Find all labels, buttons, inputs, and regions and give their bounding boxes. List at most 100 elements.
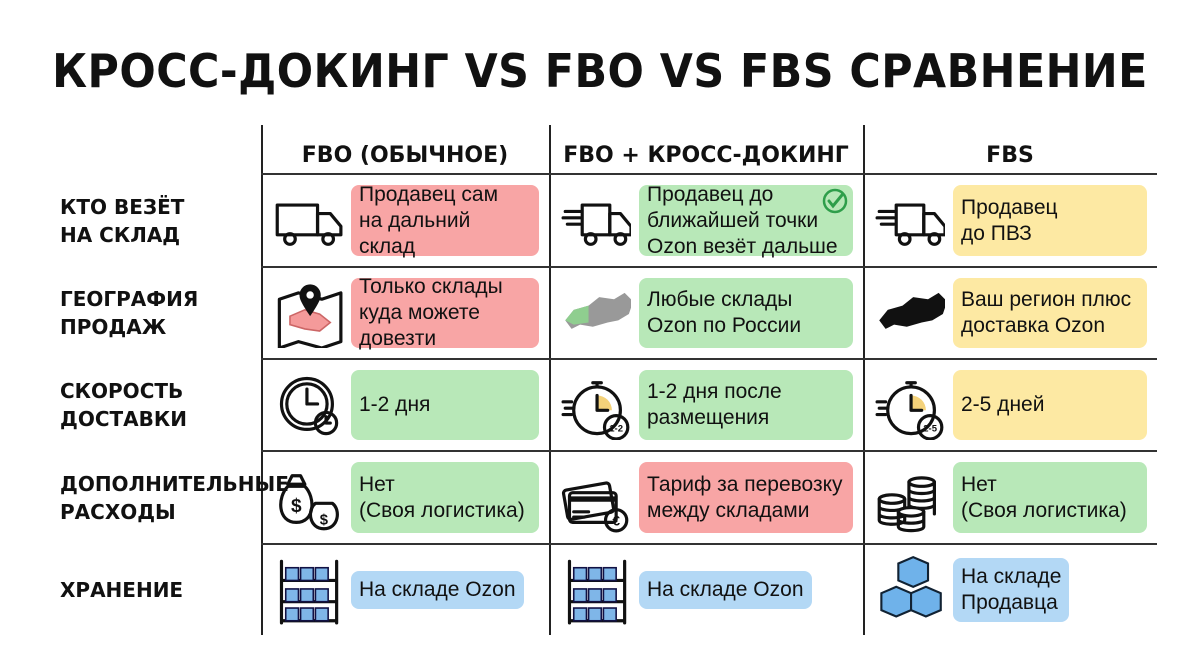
cell-text-line: на дальний склад (359, 208, 471, 258)
column-divider (549, 125, 551, 635)
table-cell: Нет(Своя логистика) (865, 452, 1157, 543)
row-header-line: КТО ВЕЗЁТ (60, 194, 185, 219)
row-divider (261, 173, 1157, 175)
row-divider (261, 543, 1157, 545)
column-divider (261, 125, 263, 635)
cell-value-box: 1-2 дня (351, 370, 539, 440)
row-header-line: ХРАНЕНИЕ (60, 578, 184, 602)
row-header-text: ДОПОЛНИТЕЛЬНЫЕ РАСХОДЫ (60, 470, 289, 526)
row-header-line: СКОРОСТЬ (60, 379, 184, 403)
cell-text-line: до ПВЗ (961, 221, 1032, 245)
cell-text-line: На складе Ozon (359, 578, 516, 601)
row-header-text: ХРАНЕНИЕ (60, 576, 183, 604)
cell-text-line: Нет (359, 472, 395, 496)
cell-text-line: ближайшей точки (647, 208, 819, 232)
cell-value-box: Только склады куда можете довезти (351, 275, 539, 350)
row-header-line: ДОПОЛНИТЕЛЬНЫЕ (60, 471, 289, 496)
table-cell: $$Нет(Своя логистика) (263, 452, 549, 543)
truck-icon (273, 186, 343, 256)
table-cell: На складе Ozon (551, 545, 863, 635)
cell-text-line: На складе Ozon (647, 578, 804, 601)
cell-text-line: Продавец (961, 195, 1058, 219)
svg-text:$: $ (320, 512, 329, 528)
row-header-line: ДОСТАВКИ (60, 407, 187, 431)
cell-text-line: Нет (961, 472, 997, 496)
fast-truck-icon (875, 186, 947, 256)
cell-text-line: 2-5 дней (961, 393, 1045, 416)
table-cell: 1-2 дня (263, 360, 549, 450)
coin-stacks-icon (875, 463, 945, 533)
row-header-text: КТО ВЕЗЁТ НА СКЛАД (60, 193, 184, 249)
row-header-line: НА СКЛАД (60, 222, 181, 247)
warehouse-shelves-icon (561, 555, 631, 625)
boxes-icon (875, 555, 945, 625)
table-cell: На складе Ozon (263, 545, 549, 635)
table-cell: 2-5 2-5 дней (865, 360, 1157, 450)
russia-map-grey-icon (561, 278, 634, 348)
cell-text-line: между складами (647, 498, 810, 522)
row-header-line: ГЕОГРАФИЯ (60, 287, 199, 311)
cell-value-box: 2-5 дней (953, 370, 1147, 440)
cell-text-line: Ozon по России (647, 314, 802, 337)
stopwatch-icon: 2-5 (875, 370, 945, 441)
cell-text-line: Продавец до (647, 182, 774, 206)
row-divider (261, 358, 1157, 360)
cell-text-line: (Своя логистика) (961, 498, 1127, 522)
page-title: КРОСС-ДОКИНГ VS FBO VS FBS СРАВНЕНИЕ (52, 44, 1148, 98)
cell-text-line: (Своя логистика) (359, 498, 525, 522)
column-divider (863, 125, 865, 635)
warehouse-shelves-icon (273, 555, 343, 625)
svg-text:1-2: 1-2 (609, 424, 623, 435)
cell-text-line: куда можете довезти (359, 301, 480, 350)
column-header-2: FBO + КРОСС-ДОКИНГ (563, 142, 849, 168)
checkmark-icon (821, 187, 849, 222)
cell-value-box: На складе Ozon (639, 571, 812, 609)
cell-text-line: Тариф за перевозку (647, 472, 843, 496)
cell-text-line: доставка Ozon (961, 314, 1106, 337)
svg-text:€: € (612, 513, 620, 528)
stopwatch-icon: 1-2 (561, 370, 631, 441)
credit-card-euro-icon: € (561, 463, 631, 533)
row-divider (261, 450, 1157, 452)
cell-text-line: Ozon везёт дальше (647, 234, 838, 258)
russia-map-black-icon (875, 278, 948, 348)
map-pin-icon (273, 278, 343, 350)
row-header-line: РАСХОДЫ (60, 499, 176, 524)
row-header-text: СКОРОСТЬ ДОСТАВКИ (60, 377, 187, 433)
cell-text-line: размещения (647, 406, 770, 429)
cell-text-line: 1-2 дня (359, 393, 431, 416)
cell-text-line: Только склады (359, 275, 503, 298)
row-header: СКОРОСТЬ ДОСТАВКИ (60, 360, 260, 450)
cell-text-line: Любые склады (647, 288, 793, 311)
row-header: КТО ВЕЗЁТ НА СКЛАД (60, 175, 260, 266)
cell-text-line: 1-2 дня после (647, 380, 782, 403)
cell-text-line: Продавец сам (359, 182, 499, 206)
cell-value-box: Нет(Своя логистика) (953, 462, 1147, 533)
fast-truck-icon (561, 186, 633, 256)
cell-value-box: 1-2 дня после размещения (639, 370, 853, 440)
svg-text:$: $ (291, 495, 302, 516)
cell-value-box: На складе Ozon (351, 571, 524, 609)
cell-value-box: Ваш регион плюс доставка Ozon (953, 278, 1147, 348)
cell-text-line: Продавца (961, 591, 1058, 614)
row-header: ХРАНЕНИЕ (60, 545, 260, 635)
money-bags-icon: $$ (273, 463, 343, 533)
cell-text-line: Ваш регион плюс (961, 288, 1132, 311)
svg-text:2-5: 2-5 (923, 424, 937, 435)
row-divider (261, 266, 1157, 268)
